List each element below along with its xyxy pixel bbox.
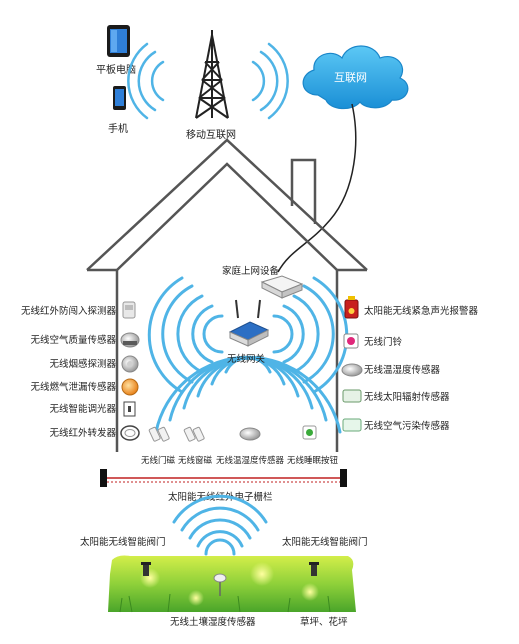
air-pollution-sensor-icon bbox=[342, 418, 362, 432]
right-sensor-label: 太阳能无线紧急声光报警器 bbox=[364, 305, 479, 317]
garden-signal-waves bbox=[172, 494, 268, 556]
bottom-device-label: 无线窗磁 bbox=[178, 455, 213, 466]
bottom-device-label: 无线睡眠按钮 bbox=[287, 455, 339, 466]
cell-tower-icon bbox=[195, 30, 229, 119]
air-quality-sensor-icon bbox=[120, 332, 140, 348]
sleep-button-icon bbox=[302, 425, 317, 440]
router-label: 无线网关 bbox=[227, 353, 266, 365]
left-sensor-label: 无线红外防闯入探测器 bbox=[21, 305, 117, 317]
right-sensor-label: 无线门铃 bbox=[364, 336, 403, 348]
bottom-device-list: 无线门磁 无线窗磁 无线温湿度传感器 无线睡眠按钮 bbox=[141, 455, 339, 466]
door-magnet-icon bbox=[148, 426, 170, 442]
alarm-icon bbox=[344, 296, 359, 319]
left-sensor-label: 无线智能调光器 bbox=[49, 403, 116, 415]
phone-icon bbox=[113, 86, 126, 110]
valve-left-label: 太阳能无线智能阀门 bbox=[80, 536, 166, 548]
right-sensor-label: 无线空气污染传感器 bbox=[364, 420, 450, 432]
indoor-temp-sensor-icon bbox=[239, 427, 261, 441]
bottom-device-label: 无线温湿度传感器 bbox=[216, 455, 285, 466]
lawn-label: 草坪、花坪 bbox=[300, 616, 348, 628]
tower-signal-waves bbox=[127, 42, 289, 120]
phone-label: 手机 bbox=[108, 122, 128, 135]
valve-left-icon bbox=[141, 562, 151, 576]
left-sensor-label: 无线空气质量传感器 bbox=[30, 334, 116, 346]
doorbell-icon bbox=[343, 333, 359, 349]
tablet-icon bbox=[107, 25, 130, 57]
infrared-fence bbox=[100, 469, 347, 487]
infrared-repeater-icon bbox=[120, 425, 140, 441]
smoke-detector-icon bbox=[121, 355, 139, 373]
router-icon bbox=[228, 299, 270, 347]
internet-cable bbox=[277, 103, 357, 273]
tablet-label: 平板电脑 bbox=[96, 63, 136, 76]
left-sensor-label: 无线烟感探测器 bbox=[49, 358, 116, 370]
home-device-label: 家庭上网设备 bbox=[222, 265, 280, 277]
internet-cloud-icon bbox=[302, 45, 409, 110]
soil-sensor-label: 无线土壤湿度传感器 bbox=[170, 616, 256, 628]
bottom-device-label: 无线门磁 bbox=[141, 455, 176, 466]
house-signal-waves bbox=[147, 276, 349, 434]
temp-humidity-sensor-icon bbox=[341, 363, 363, 377]
soil-sensor-icon bbox=[213, 573, 227, 596]
home-internet-device-icon bbox=[260, 275, 304, 299]
tower-label: 移动互联网 bbox=[186, 128, 236, 141]
window-magnet-icon bbox=[183, 426, 205, 442]
infrared-detector-icon bbox=[122, 301, 136, 319]
dimmer-icon bbox=[123, 401, 136, 417]
left-sensor-label: 无线燃气泄漏传感器 bbox=[30, 381, 116, 393]
right-sensor-label: 无线太阳辐射传感器 bbox=[364, 391, 450, 403]
left-sensor-list: 无线红外防闯入探测器 无线空气质量传感器 无线烟感探测器 无线燃气泄漏传感器 无… bbox=[21, 305, 117, 439]
left-sensor-label: 无线红外转发器 bbox=[49, 427, 116, 439]
right-sensor-label: 无线温湿度传感器 bbox=[364, 364, 441, 376]
gas-leak-sensor-icon bbox=[121, 378, 139, 396]
valve-right-label: 太阳能无线智能阀门 bbox=[282, 536, 368, 548]
solar-radiation-sensor-icon bbox=[342, 389, 362, 403]
right-sensor-list: 太阳能无线紧急声光报警器 无线门铃 无线温湿度传感器 无线太阳辐射传感器 无线空… bbox=[364, 305, 479, 432]
cloud-label: 互联网 bbox=[334, 71, 367, 84]
valve-right-icon bbox=[309, 562, 319, 576]
